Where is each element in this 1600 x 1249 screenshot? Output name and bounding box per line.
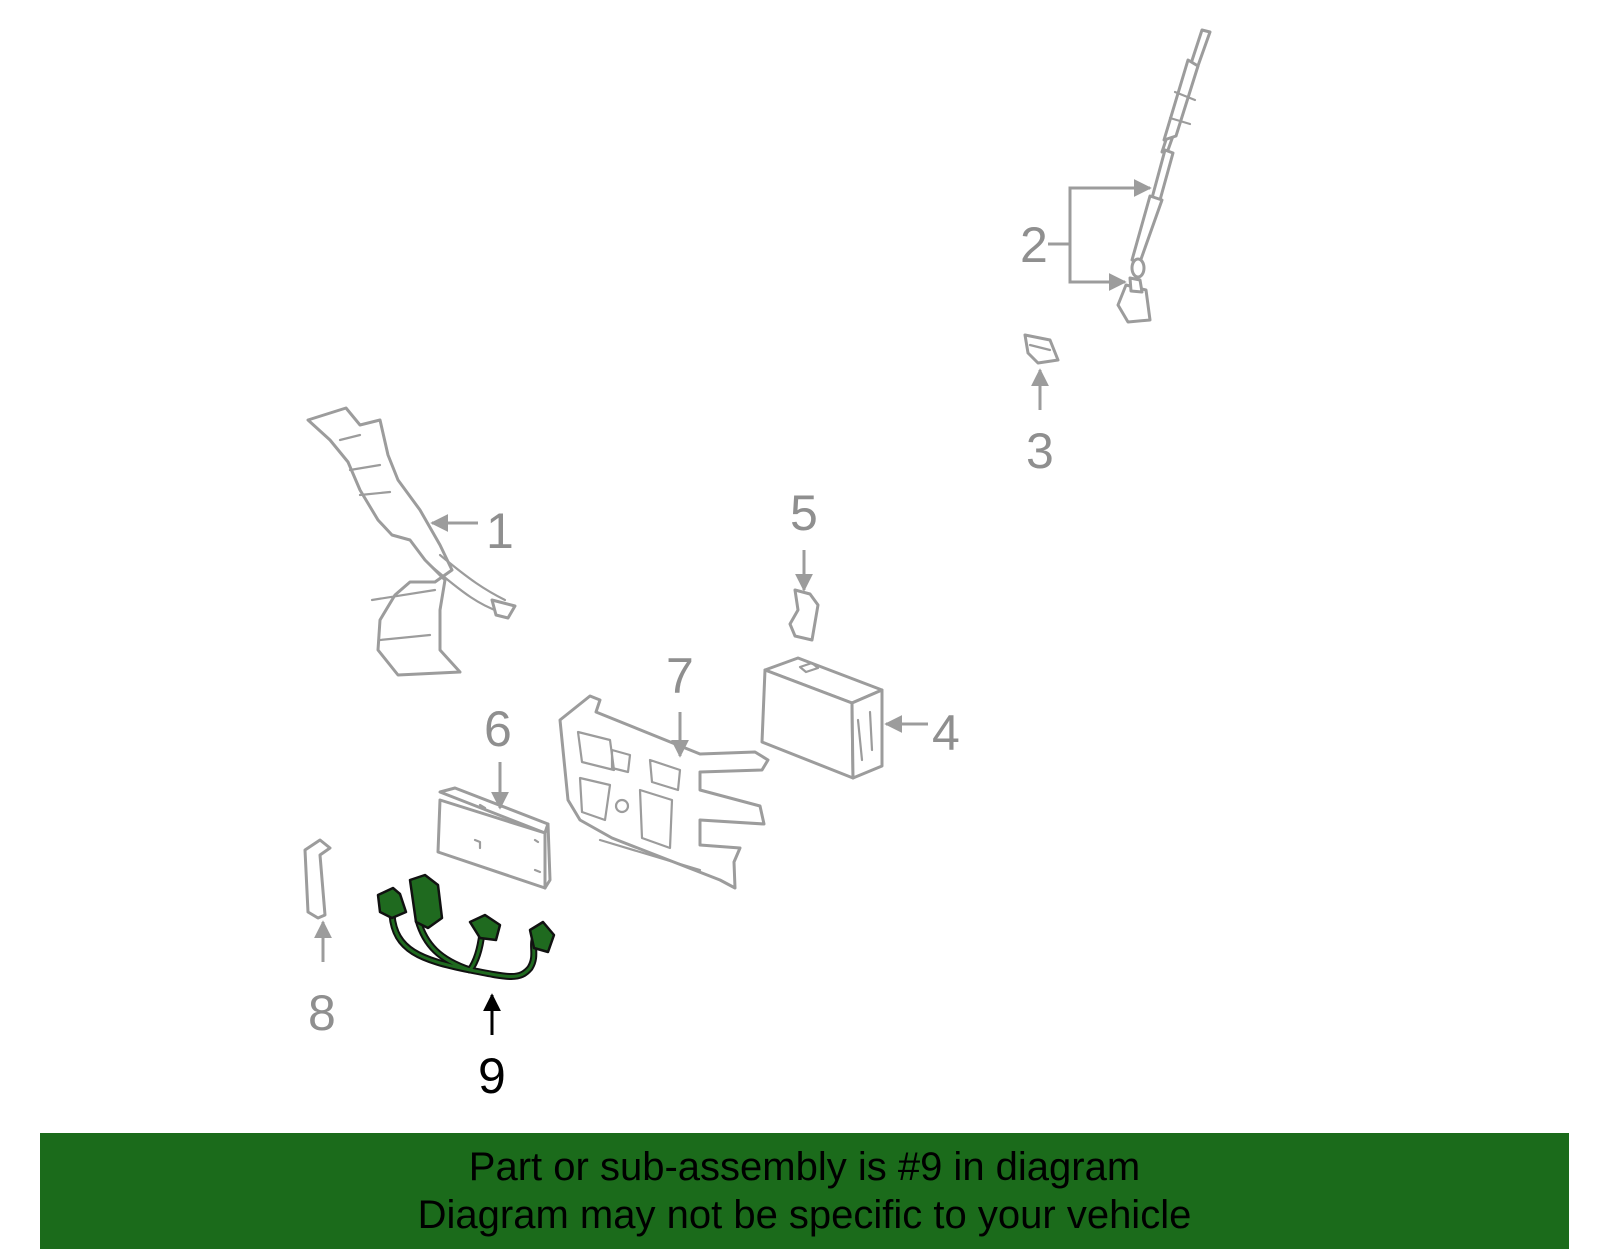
callout-1: 1 — [486, 503, 514, 559]
info-banner: Part or sub-assembly is #9 in diagram Di… — [40, 1133, 1569, 1249]
part-6-module — [436, 786, 552, 890]
part-7-mounting-bracket — [558, 694, 770, 890]
callout-3: 3 — [1026, 423, 1054, 479]
banner-line-1: Part or sub-assembly is #9 in diagram — [468, 1145, 1141, 1189]
part-9-wiring-harness — [376, 873, 556, 980]
part-2-antenna — [1116, 28, 1212, 324]
part-1-bracket — [306, 406, 517, 677]
callout-2: 2 — [1020, 217, 1048, 273]
callout-labels: 1 2 3 4 5 6 7 8 9 — [308, 217, 1054, 1104]
callout-7: 7 — [666, 648, 694, 704]
banner-line-2: Diagram may not be specific to your vehi… — [417, 1193, 1192, 1237]
part-4-module — [760, 656, 884, 780]
callout-6: 6 — [484, 701, 512, 757]
callout-9: 9 — [478, 1048, 506, 1104]
part-8-bracket — [303, 838, 332, 920]
leader-lines — [314, 179, 1152, 1035]
part-5-clip — [788, 588, 820, 642]
callout-8: 8 — [308, 985, 336, 1041]
callout-5: 5 — [790, 485, 818, 541]
callout-4: 4 — [932, 705, 960, 761]
part-3-bezel — [1023, 333, 1060, 365]
banner-background — [40, 1133, 1569, 1249]
